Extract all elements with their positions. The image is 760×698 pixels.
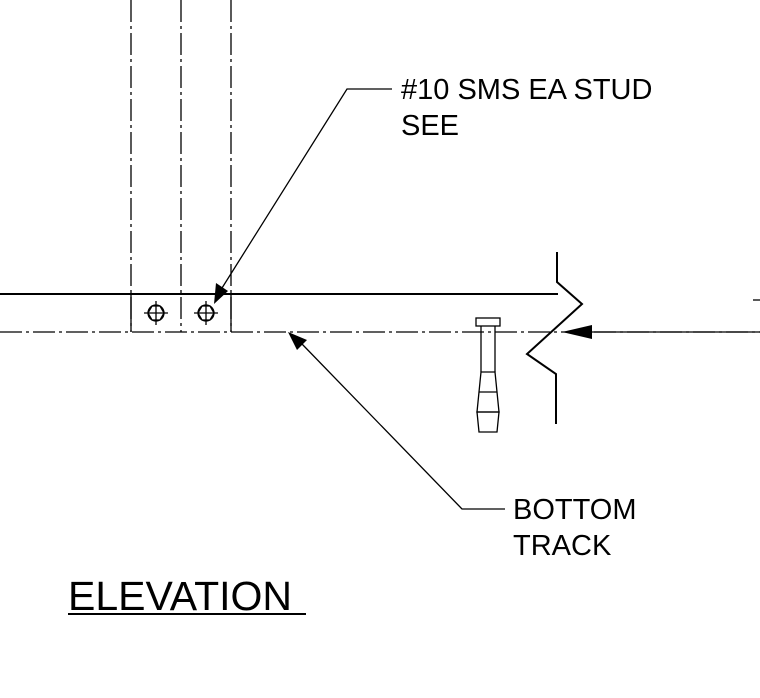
screw-callout-line2: SEE [401,110,460,142]
screw-right [194,301,218,325]
screw-leader [214,88,392,304]
track-callout-line2: TRACK [513,530,612,562]
screw-callout-line1: #10 SMS EA STUD [401,74,653,106]
break-line [525,252,760,424]
screw-callout: #10 SMS EA STUD SEE [401,72,652,144]
track-callout-line1: BOTTOM [513,494,637,526]
studs [130,0,232,332]
track-leader [288,332,505,510]
drawing-title: ELEVATION [68,573,293,619]
bottom-track [0,293,760,333]
screw-left [144,301,168,325]
track-callout: BOTTOM TRACK [513,492,637,564]
anchor-bolt [475,317,501,433]
